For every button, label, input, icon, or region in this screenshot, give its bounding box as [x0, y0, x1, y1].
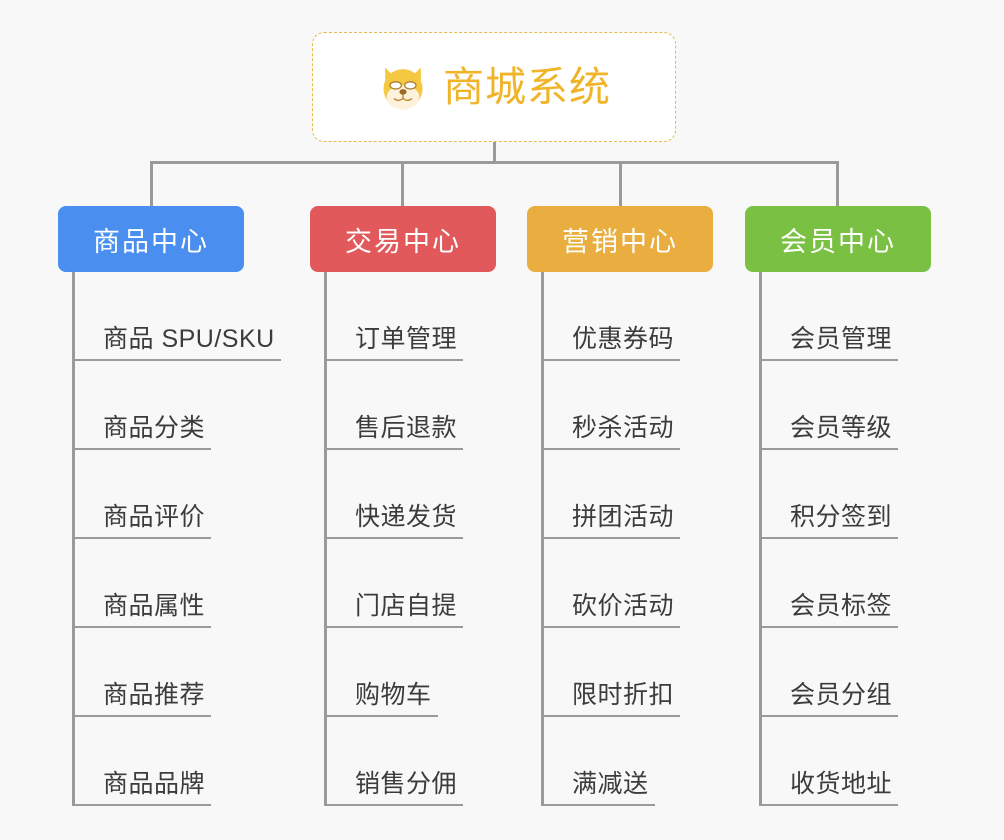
root-node-mall-system[interactable]: 商城系统	[312, 32, 676, 142]
leaf-label: 购物车	[355, 680, 432, 709]
list-item[interactable]: 商品属性	[75, 539, 302, 628]
connector-horizontal-bus	[150, 161, 839, 164]
list-item[interactable]: 售后退款	[327, 361, 522, 450]
list-item[interactable]: 销售分佣	[327, 717, 522, 806]
leaf-label: 会员分组	[790, 680, 893, 709]
category-column-2: 营销中心 优惠券码 秒杀活动 拼团活动 砍价活动 限时折扣	[527, 206, 739, 806]
list-item[interactable]: 商品评价	[75, 450, 302, 539]
leaf-label: 售后退款	[355, 413, 458, 442]
leaf-underline	[327, 448, 463, 450]
leaf-label: 砍价活动	[572, 591, 675, 620]
list-item[interactable]: 秒杀活动	[544, 361, 739, 450]
leaf-label: 秒杀活动	[572, 413, 675, 442]
category-label-0: 商品中心	[93, 226, 209, 257]
leaf-underline	[762, 626, 898, 628]
list-item[interactable]: 收货地址	[762, 717, 957, 806]
leaf-label: 商品推荐	[103, 680, 206, 709]
category-label-1: 交易中心	[345, 226, 461, 257]
list-item[interactable]: 会员等级	[762, 361, 957, 450]
leaf-label: 收货地址	[790, 769, 893, 798]
category-node-0[interactable]: 商品中心	[58, 206, 244, 272]
leaf-label: 优惠券码	[572, 324, 675, 353]
leaf-label: 门店自提	[355, 591, 458, 620]
leaf-list-2: 优惠券码 秒杀活动 拼团活动 砍价活动 限时折扣 满减送	[541, 272, 739, 806]
leaf-underline	[544, 804, 655, 806]
category-column-0: 商品中心 商品 SPU/SKU 商品分类 商品评价 商品属性 商品推荐	[58, 206, 302, 806]
leaf-underline	[762, 448, 898, 450]
leaf-underline	[327, 715, 438, 717]
list-item[interactable]: 优惠券码	[544, 272, 739, 361]
leaf-underline	[762, 537, 898, 539]
leaf-underline	[327, 804, 463, 806]
leaf-underline	[75, 537, 211, 539]
category-column-3: 会员中心 会员管理 会员等级 积分签到 会员标签 会员分组	[745, 206, 957, 806]
leaf-label: 商品评价	[103, 502, 206, 531]
list-item[interactable]: 会员管理	[762, 272, 957, 361]
list-item[interactable]: 门店自提	[327, 539, 522, 628]
leaf-underline	[327, 626, 463, 628]
leaf-underline	[75, 626, 211, 628]
category-node-1[interactable]: 交易中心	[310, 206, 496, 272]
list-item[interactable]: 快递发货	[327, 450, 522, 539]
leaf-underline	[75, 804, 211, 806]
category-node-2[interactable]: 营销中心	[527, 206, 713, 272]
list-item[interactable]: 商品推荐	[75, 628, 302, 717]
leaf-label: 会员标签	[790, 591, 893, 620]
leaf-list-0: 商品 SPU/SKU 商品分类 商品评价 商品属性 商品推荐 商品品牌	[72, 272, 302, 806]
leaf-label: 限时折扣	[572, 680, 675, 709]
leaf-list-1: 订单管理 售后退款 快递发货 门店自提 购物车 销售分佣	[324, 272, 522, 806]
shiba-dog-face-icon	[383, 67, 423, 110]
leaf-underline	[544, 537, 680, 539]
leaf-underline	[544, 715, 680, 717]
list-item[interactable]: 拼团活动	[544, 450, 739, 539]
root-node-label: 商城系统	[443, 63, 611, 110]
leaf-label: 商品品牌	[103, 769, 206, 798]
category-label-3: 会员中心	[780, 226, 896, 257]
connector-drop-3	[836, 161, 839, 206]
leaf-underline	[75, 359, 281, 361]
leaf-underline	[762, 804, 898, 806]
leaf-underline	[762, 359, 898, 361]
leaf-underline	[75, 715, 211, 717]
list-item[interactable]: 商品品牌	[75, 717, 302, 806]
connector-drop-1	[401, 161, 404, 206]
category-node-3[interactable]: 会员中心	[745, 206, 931, 272]
leaf-underline	[75, 448, 211, 450]
connector-drop-0	[150, 161, 153, 206]
list-item[interactable]: 商品分类	[75, 361, 302, 450]
list-item[interactable]: 积分签到	[762, 450, 957, 539]
connector-drop-2	[619, 161, 622, 206]
leaf-label: 快递发货	[355, 502, 458, 531]
leaf-list-3: 会员管理 会员等级 积分签到 会员标签 会员分组 收货地址	[759, 272, 957, 806]
leaf-underline	[762, 715, 898, 717]
connector-root-stem	[493, 142, 496, 163]
list-item[interactable]: 砍价活动	[544, 539, 739, 628]
list-item[interactable]: 会员分组	[762, 628, 957, 717]
leaf-label: 拼团活动	[572, 502, 675, 531]
list-item[interactable]: 会员标签	[762, 539, 957, 628]
list-item[interactable]: 订单管理	[327, 272, 522, 361]
leaf-underline	[327, 359, 463, 361]
leaf-underline	[544, 626, 680, 628]
category-column-1: 交易中心 订单管理 售后退款 快递发货 门店自提 购物车	[310, 206, 522, 806]
leaf-underline	[327, 537, 463, 539]
list-item[interactable]: 商品 SPU/SKU	[75, 272, 302, 361]
list-item[interactable]: 购物车	[327, 628, 522, 717]
leaf-label: 订单管理	[355, 324, 458, 353]
leaf-label: 积分签到	[790, 502, 893, 531]
leaf-label: 商品分类	[103, 413, 206, 442]
leaf-label: 会员等级	[790, 413, 893, 442]
leaf-label: 会员管理	[790, 324, 893, 353]
leaf-underline	[544, 448, 680, 450]
leaf-label: 满减送	[572, 769, 649, 798]
list-item[interactable]: 限时折扣	[544, 628, 739, 717]
category-label-2: 营销中心	[562, 226, 678, 257]
list-item[interactable]: 满减送	[544, 717, 739, 806]
leaf-label: 商品 SPU/SKU	[103, 324, 275, 353]
leaf-label: 销售分佣	[355, 769, 458, 798]
leaf-label: 商品属性	[103, 591, 206, 620]
leaf-underline	[544, 359, 680, 361]
